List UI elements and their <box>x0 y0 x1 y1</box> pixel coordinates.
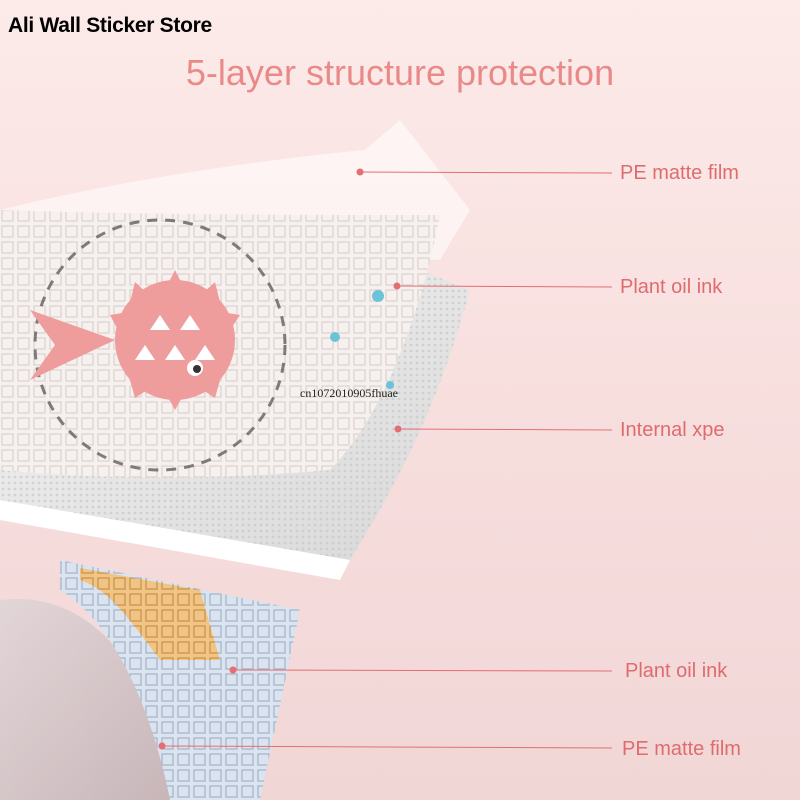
layer-label-xpe: Internal xpe <box>620 419 725 441</box>
pe-film-bottom <box>0 598 180 800</box>
store-name: Ali Wall Sticker Store <box>8 14 212 37</box>
layer-label-pe-film-bottom: PE matte film <box>622 738 741 760</box>
pufferfish-icon <box>30 270 240 410</box>
headline: 5-layer structure protection <box>185 52 615 93</box>
layer-label-ink-bottom: Plant oil ink <box>625 660 728 682</box>
annotation-lines <box>161 171 613 749</box>
layer-label-ink-top: Plant oil ink <box>620 276 723 298</box>
watermark-text: cn1072010905fhuae <box>300 386 398 400</box>
layer-label-pe-film-top: PE matte film <box>620 162 739 184</box>
